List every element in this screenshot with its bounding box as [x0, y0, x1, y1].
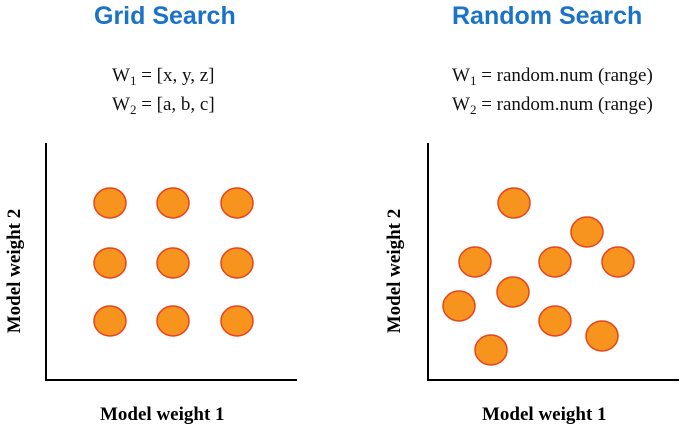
grid-point-9: [220, 305, 254, 337]
grid-w1-value: = [x, y, z]: [136, 65, 215, 86]
random-point-7: [442, 290, 476, 322]
grid-point-3: [93, 305, 127, 337]
random-w1-formula: W1 = random.num (range): [452, 66, 653, 87]
random-point-2: [570, 216, 604, 248]
random-point-9: [585, 320, 619, 352]
random-x-axis: [427, 379, 679, 381]
grid-search-title: Grid Search: [94, 2, 236, 30]
random-point-5: [601, 246, 635, 278]
grid-w2-var: W: [112, 94, 130, 115]
grid-point-5: [156, 247, 190, 279]
random-y-axis: [427, 143, 429, 381]
random-w2-sub: 2: [469, 102, 477, 117]
random-x-axis-label: Model weight 1: [482, 404, 607, 425]
grid-point-4: [156, 187, 190, 219]
grid-w1-formula: W1 = [x, y, z]: [112, 66, 215, 87]
grid-w2-value: = [a, b, c]: [136, 94, 215, 115]
grid-y-axis: [45, 143, 47, 381]
grid-x-axis-label: Model weight 1: [100, 404, 225, 425]
random-w1-var: W: [452, 65, 470, 86]
grid-w2-sub: 2: [129, 102, 137, 117]
random-w1-value: = random.num (range): [476, 65, 653, 86]
random-w1-sub: 1: [469, 73, 477, 88]
grid-w2-formula: W2 = [a, b, c]: [112, 95, 215, 116]
random-point-3: [458, 246, 492, 278]
random-point-6: [496, 276, 530, 308]
random-w2-formula: W2 = random.num (range): [452, 95, 653, 116]
grid-x-axis: [45, 379, 297, 381]
grid-w1-var: W: [112, 65, 130, 86]
random-point-1: [497, 187, 531, 219]
grid-w1-sub: 1: [129, 73, 137, 88]
random-w2-value: = random.num (range): [476, 94, 653, 115]
grid-point-8: [220, 247, 254, 279]
random-point-8: [538, 305, 572, 337]
random-w2-var: W: [452, 94, 470, 115]
grid-point-2: [93, 247, 127, 279]
random-point-4: [538, 246, 572, 278]
grid-point-7: [220, 187, 254, 219]
grid-point-6: [156, 305, 190, 337]
random-point-10: [474, 334, 508, 366]
random-search-title: Random Search: [452, 2, 643, 30]
grid-point-1: [93, 187, 127, 219]
